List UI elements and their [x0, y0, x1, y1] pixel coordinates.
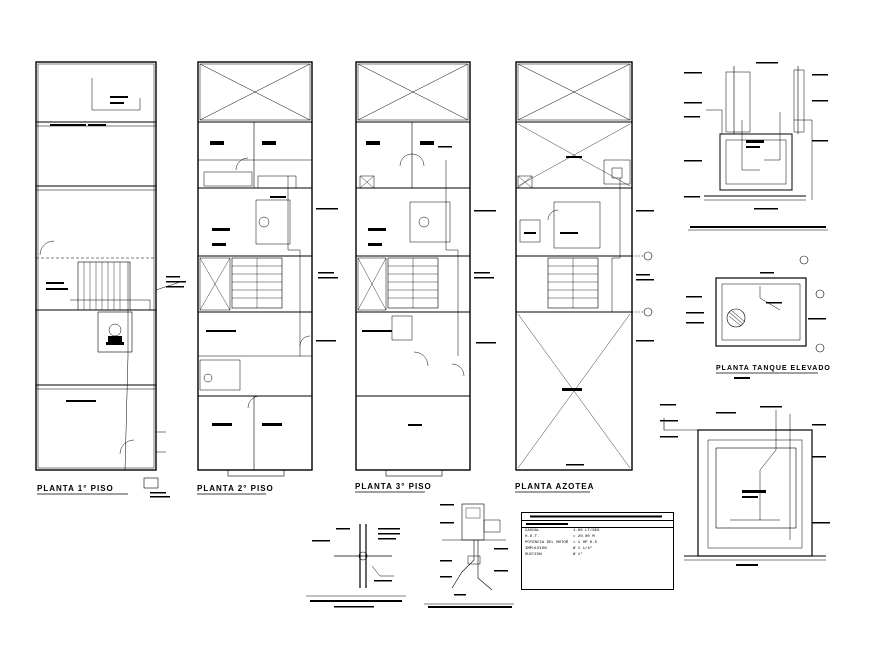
- plan-2-title: PLANTA 2° PISO: [197, 484, 274, 493]
- tank-plan-detail: [686, 255, 826, 353]
- floor-plan-2: [197, 61, 338, 477]
- tank-plan-title: PLANTA TANQUE ELEVADO: [716, 365, 831, 372]
- roof-plan: [515, 61, 654, 471]
- pump-table-subheader: [522, 521, 673, 528]
- pump-table-row: H.D.T.= 20.00 M: [525, 535, 595, 539]
- floor-plan-1: [35, 61, 186, 498]
- plan-1-title: PLANTA 1° PISO: [37, 484, 114, 493]
- meter-detail: [424, 503, 514, 608]
- roof-plan-title: PLANTA AZOTEA: [515, 482, 594, 491]
- cistern-section-detail: [660, 404, 830, 566]
- floor-plan-3: [355, 61, 496, 477]
- pipe-detail: [306, 524, 406, 608]
- pump-table-row: POTENCIA DEL MOTOR= 1 HP 0.5: [525, 541, 598, 545]
- tank-section-caption: [690, 226, 826, 228]
- tank-section-detail: [684, 62, 828, 210]
- plan-3-title: PLANTA 3° PISO: [355, 482, 432, 491]
- pump-table-header: [522, 513, 673, 521]
